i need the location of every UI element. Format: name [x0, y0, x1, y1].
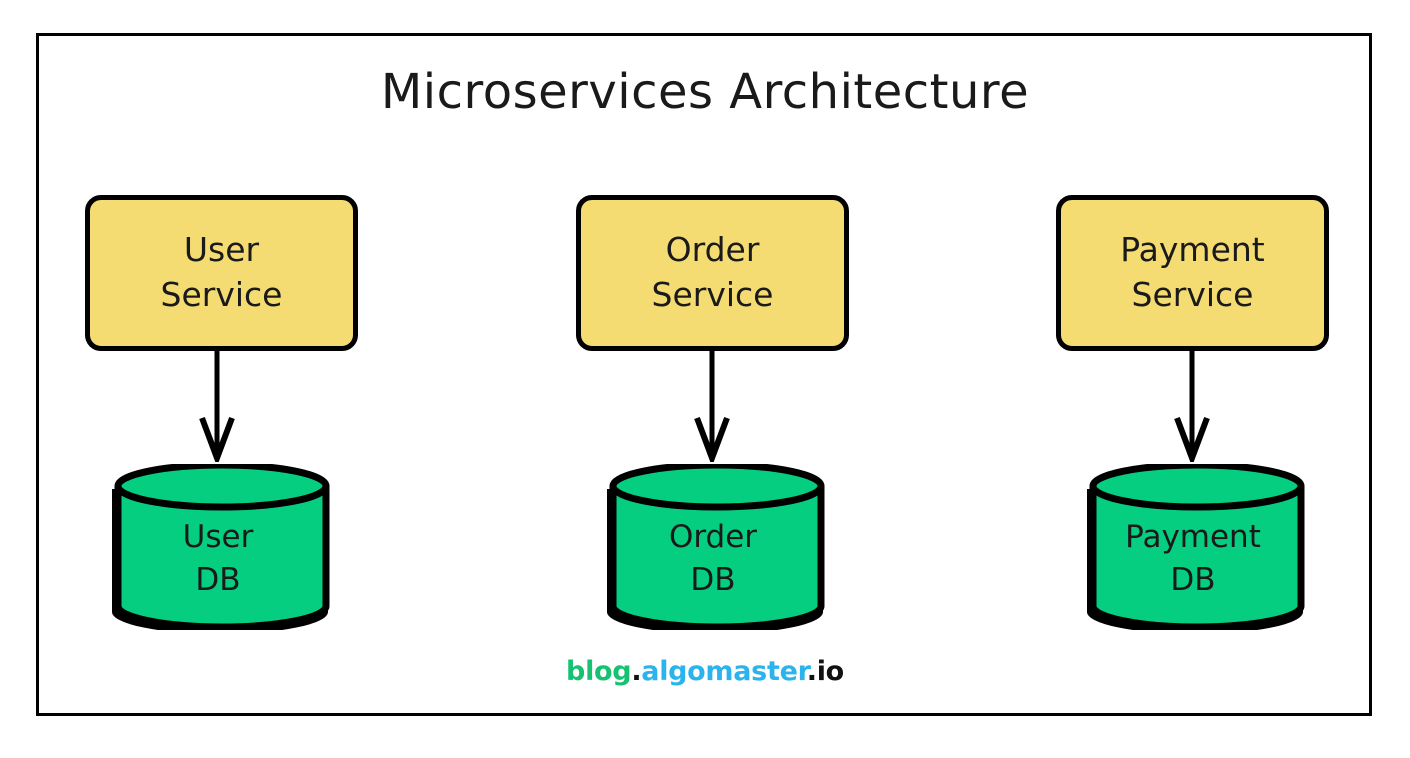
service-box-user[interactable]: User Service: [85, 195, 358, 351]
watermark-algomaster: algomaster: [641, 656, 807, 687]
cylinder-shape: [1087, 461, 1305, 634]
watermark-io: io: [816, 656, 845, 687]
diagram-title: Microservices Architecture: [380, 64, 1030, 120]
watermark-blog-algomaster-io: blog.algomaster.io: [0, 656, 1410, 687]
arrow-payment-service-to-payment-db: [1174, 350, 1210, 462]
arrow-order-service-to-order-db: [694, 350, 730, 462]
diagram-border-frame: [36, 33, 1372, 716]
service-box-order[interactable]: Order Service: [576, 195, 849, 351]
watermark-blog: blog: [566, 656, 632, 687]
service-label-line2: Service: [651, 275, 774, 314]
cylinder-shape: [607, 461, 825, 634]
database-cylinder-payment[interactable]: Payment DB: [1077, 461, 1309, 634]
service-label-line1: Payment: [1120, 230, 1265, 270]
service-label-line2: Service: [160, 275, 283, 314]
database-cylinder-order[interactable]: Order DB: [597, 461, 829, 634]
service-label-line2: Service: [1131, 275, 1254, 314]
service-box-payment[interactable]: Payment Service: [1056, 195, 1329, 351]
watermark-dot-1: .: [631, 656, 642, 687]
service-label-line1: User: [183, 230, 260, 270]
cylinder-shape: [112, 461, 330, 634]
service-label-line1: Order: [665, 230, 760, 270]
watermark-dot-2: .: [806, 656, 817, 687]
arrow-user-service-to-user-db: [199, 350, 235, 462]
database-cylinder-user[interactable]: User DB: [102, 461, 334, 634]
